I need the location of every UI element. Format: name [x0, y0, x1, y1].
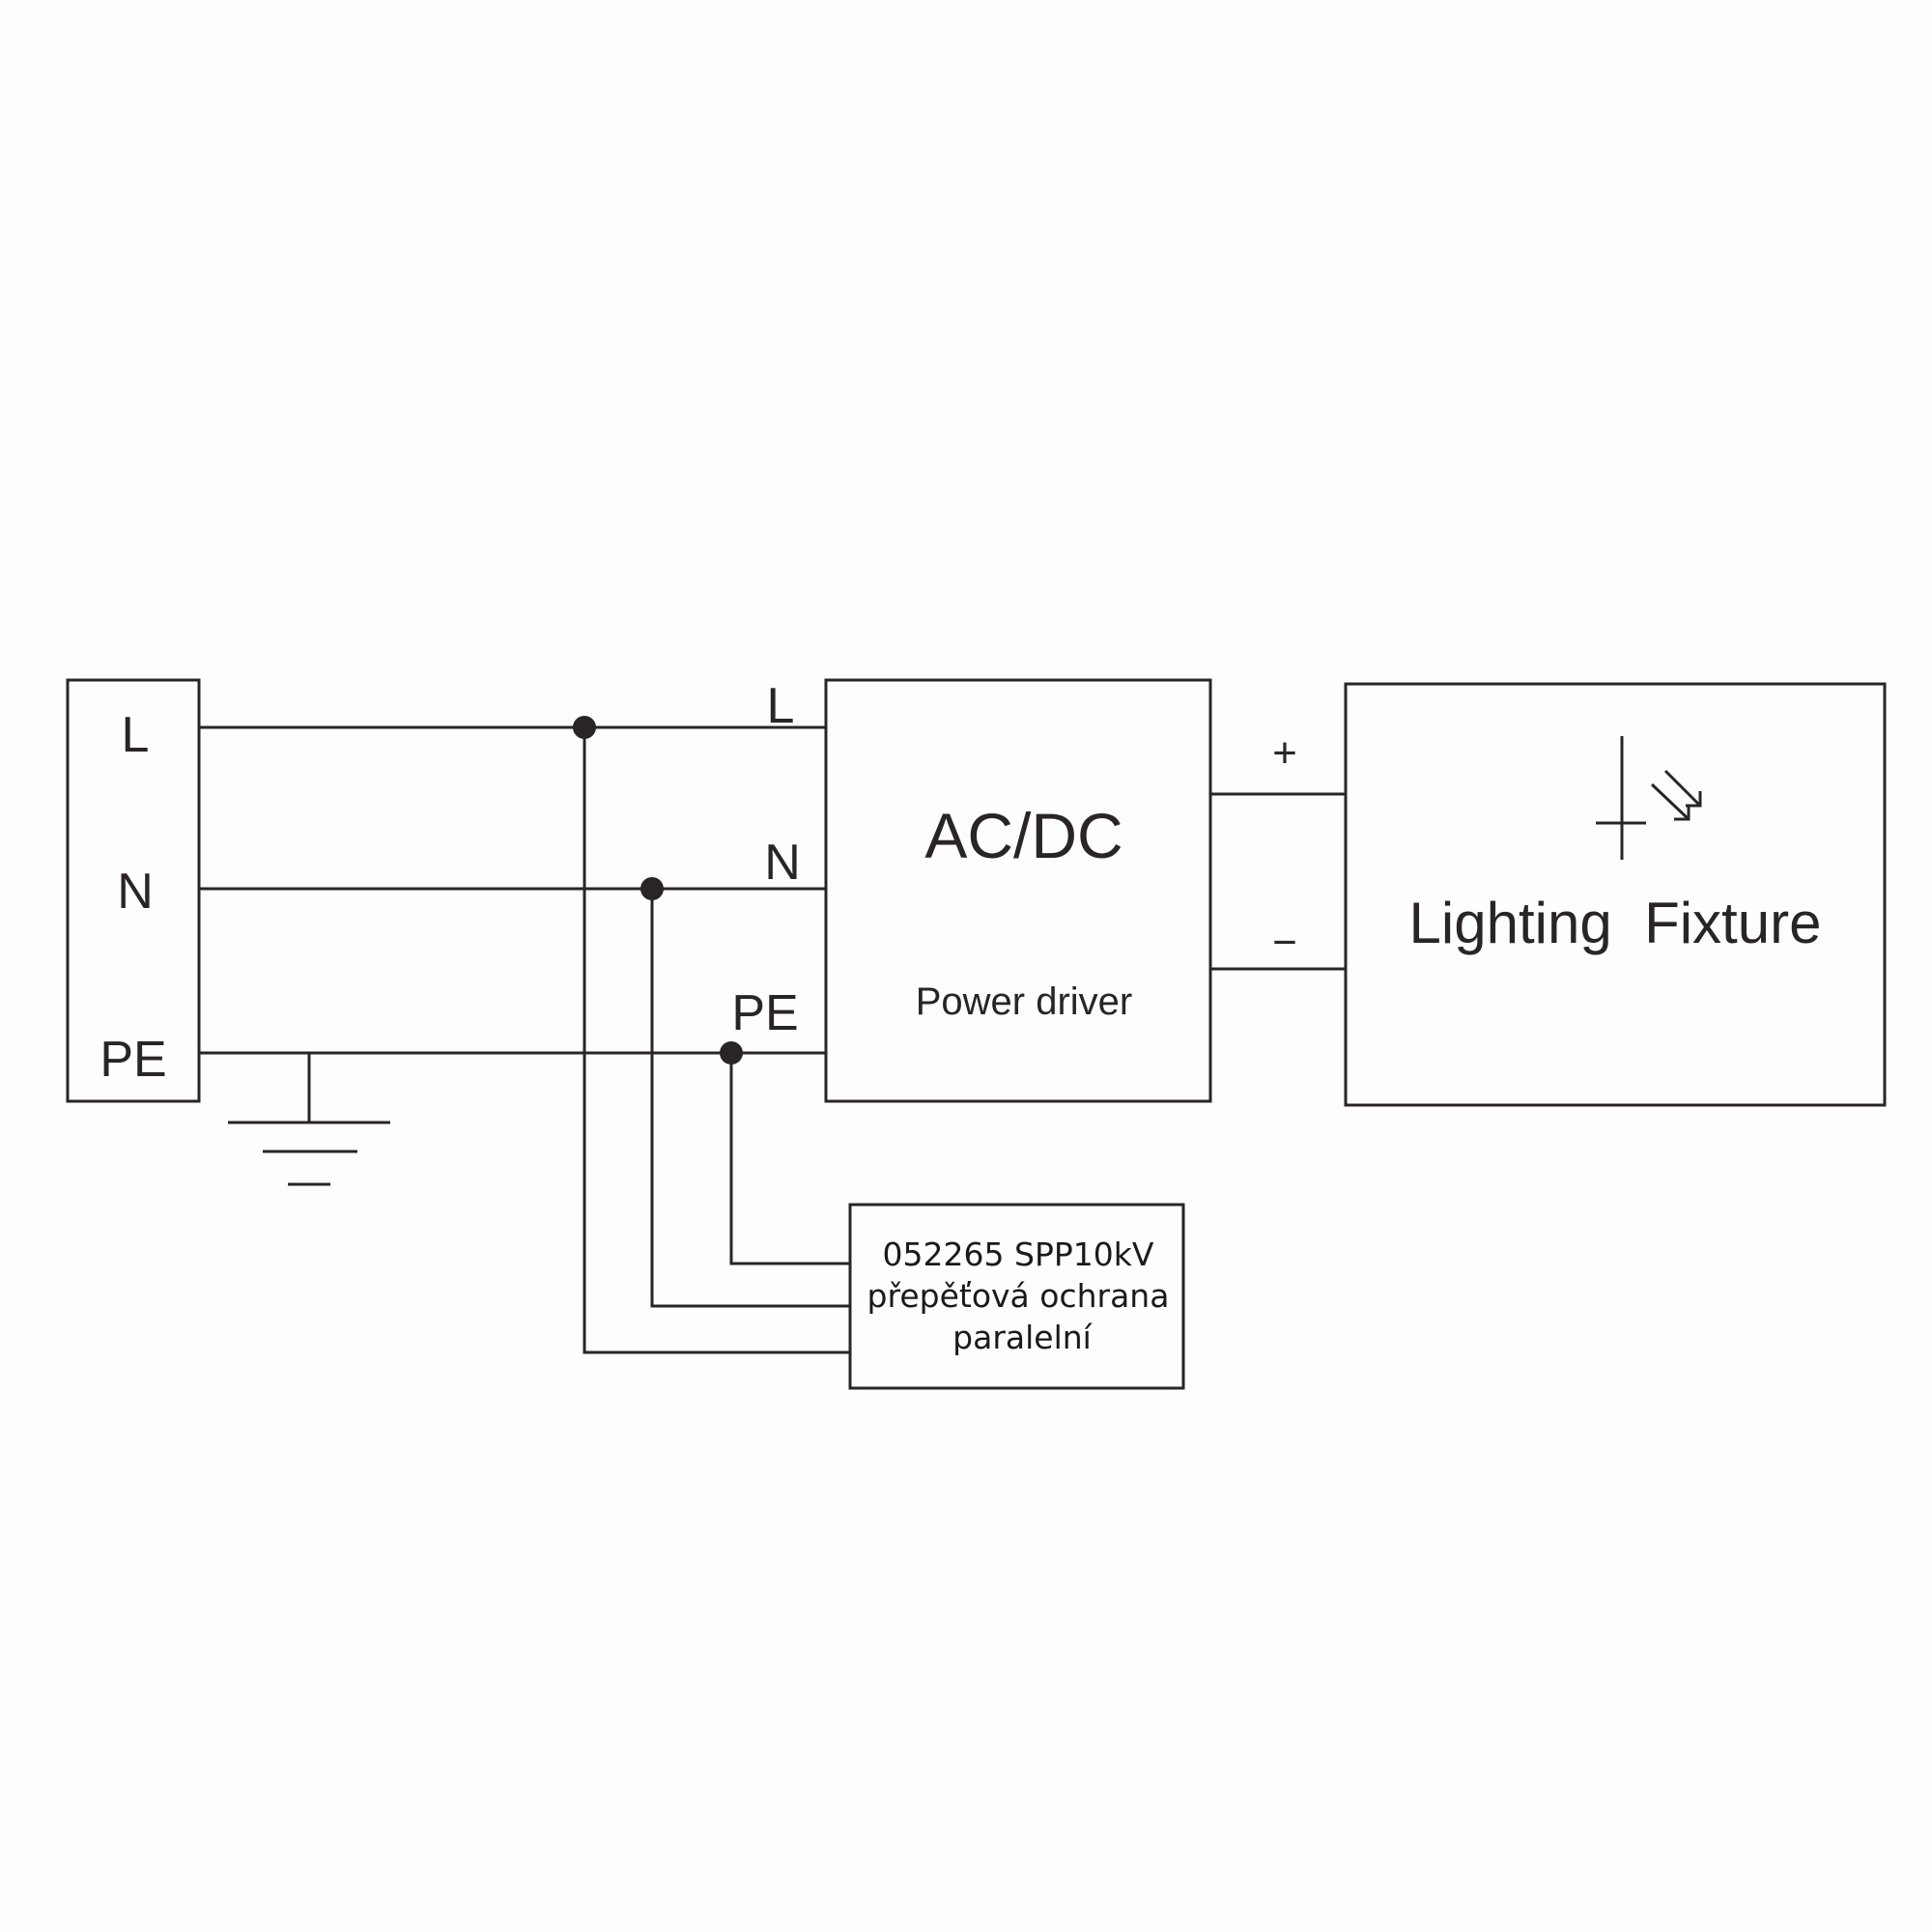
power-driver-title: AC/DC — [924, 800, 1122, 871]
lighting-fixture-box — [1344, 682, 1887, 1107]
branch-wire-pe — [729, 1053, 850, 1265]
surge-protector-type: paralelní — [952, 1319, 1094, 1356]
junction-dot-l — [573, 716, 596, 739]
negative-sign: − — [1272, 919, 1297, 966]
positive-sign: + — [1272, 729, 1297, 777]
terminal-n-label: N — [117, 864, 154, 920]
junction-dot-pe — [720, 1041, 743, 1065]
ground-icon — [228, 1053, 390, 1186]
lighting-fixture-block: Lighting Fixture — [1344, 682, 1887, 1107]
lighting-fixture-label: Lighting Fixture — [1409, 891, 1822, 955]
surge-protector-box — [848, 1203, 1185, 1390]
driver-input-l-label: L — [767, 678, 795, 734]
terminal-l-label: L — [122, 707, 150, 763]
terminal-pe-label: PE — [99, 1032, 166, 1088]
input-terminal-block: L N PE — [66, 678, 201, 1103]
junction-dot-n — [640, 877, 664, 900]
branch-wire-l — [582, 727, 850, 1354]
branch-wire-n — [650, 889, 850, 1308]
surge-protector-block: 052265 SPP10kV přepěťová ochrana paralel… — [848, 1203, 1185, 1390]
power-driver-block: AC/DC Power driver — [824, 678, 1212, 1103]
power-driver-subtitle: Power driver — [916, 980, 1133, 1023]
power-driver-box — [824, 678, 1212, 1103]
input-terminal-box — [66, 678, 201, 1103]
surge-protector-description: přepěťová ochrana — [867, 1277, 1170, 1315]
led-icon — [1596, 736, 1702, 860]
driver-input-pe-label: PE — [731, 985, 798, 1041]
surge-protector-model: 052265 SPP10kV — [883, 1236, 1154, 1273]
driver-input-n-label: N — [764, 835, 801, 891]
